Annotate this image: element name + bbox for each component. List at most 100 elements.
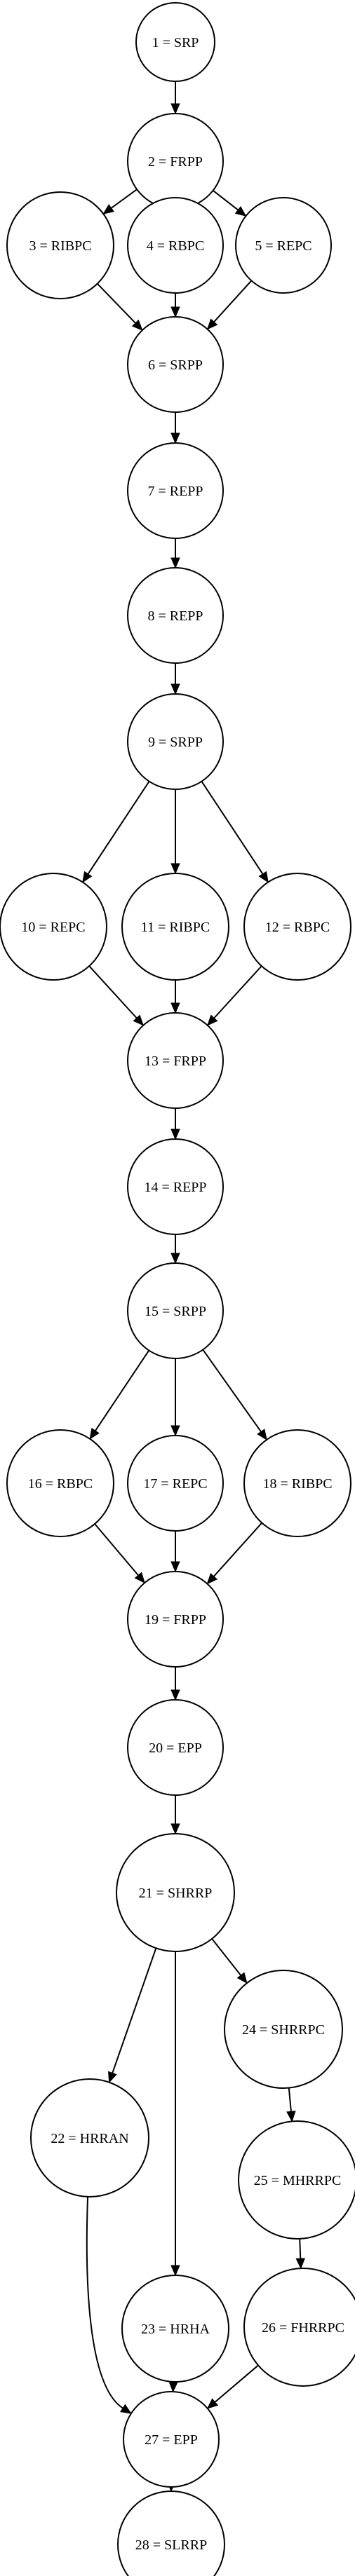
node-circle	[30, 2078, 149, 2197]
node-label: 6 = SRPP	[148, 357, 203, 373]
arrowhead-12-13	[206, 1014, 218, 1026]
node-label: 2 = FRPP	[148, 154, 203, 170]
arrowhead-9-11	[170, 863, 180, 875]
node-2: 2 = FRPP	[127, 113, 224, 210]
edge-22-27	[86, 2196, 123, 2409]
arrowhead-9-10	[82, 871, 93, 883]
arrowhead-2-3	[102, 204, 115, 214]
node-label: 16 = RBPC	[28, 1476, 93, 1492]
arrowhead-15-18	[257, 1429, 267, 1440]
node-18: 18 = RIBPC	[243, 1429, 351, 1537]
node-circle	[235, 197, 332, 294]
arrowhead-3-6	[131, 319, 143, 331]
node-6: 6 = SRPP	[127, 316, 224, 413]
arrowhead-26-27	[206, 2398, 219, 2409]
node-label: 25 = MHRRPC	[254, 2173, 342, 2188]
node-label: 13 = FRPP	[145, 1054, 206, 1069]
node-circle	[121, 873, 229, 981]
node-8: 8 = REPP	[127, 567, 224, 664]
arrowhead-15-16	[89, 1427, 100, 1440]
node-20: 20 = EPP	[127, 1699, 224, 1796]
node-circle	[127, 442, 224, 539]
arrowhead-17-19	[170, 1561, 180, 1573]
node-14: 14 = REPP	[127, 1138, 224, 1235]
node-label: 17 = REPC	[143, 1476, 207, 1492]
arrowhead-24-25	[286, 2111, 296, 2122]
node-label: 8 = REPP	[147, 608, 203, 624]
arrowhead-4-6	[170, 306, 180, 318]
arrowhead-20-21	[170, 1823, 180, 1835]
node-label: 18 = RIBPC	[262, 1476, 332, 1492]
node-circle	[127, 1138, 224, 1235]
arrowhead-10-13	[133, 1014, 145, 1026]
node-9: 9 = SRPP	[127, 693, 224, 790]
node-28: 28 = SLRRP	[117, 2490, 225, 2576]
arrowhead-2-5	[234, 205, 247, 217]
arrowhead-19-20	[170, 1689, 180, 1701]
arrowhead-16-19	[134, 1572, 145, 1584]
node-circle	[127, 1699, 224, 1796]
node-27: 27 = EPP	[123, 2391, 220, 2488]
node-15: 15 = SRPP	[127, 1262, 224, 1359]
node-label: 26 = FHRRPC	[262, 2320, 344, 2336]
node-4: 4 = RBPC	[127, 197, 224, 294]
edge-3-6	[97, 283, 136, 324]
node-label: 27 = EPP	[145, 2432, 198, 2448]
node-label: 4 = RBPC	[147, 238, 204, 254]
node-circle	[127, 567, 224, 664]
edges-layer	[82, 81, 306, 2493]
arrowhead-13-14	[170, 1129, 180, 1140]
node-13: 13 = FRPP	[127, 1012, 224, 1109]
node-label: 7 = REPP	[147, 484, 203, 499]
node-circle	[127, 316, 224, 413]
node-circle	[127, 693, 224, 790]
node-label: 10 = REPC	[21, 920, 85, 935]
node-circle	[117, 2490, 225, 2576]
node-12: 12 = RBPC	[243, 873, 351, 981]
node-7: 7 = REPP	[127, 442, 224, 539]
node-24: 24 = SHRRPC	[224, 1970, 343, 2089]
node-circle	[0, 873, 107, 981]
edge-15-16	[95, 1350, 150, 1431]
edge-18-19	[213, 1522, 262, 1577]
arrowhead-1-2	[170, 103, 180, 115]
node-label: 12 = RBPC	[265, 920, 330, 935]
node-22: 22 = HRRAN	[30, 2078, 149, 2197]
edge-12-13	[213, 965, 262, 1019]
node-21: 21 = SHRRP	[116, 1833, 235, 1952]
edge-2-3	[111, 189, 138, 209]
node-circle	[127, 1012, 224, 1109]
arrowhead-11-13	[170, 1002, 180, 1014]
edge-21-22	[112, 1947, 157, 2073]
arrowhead-8-9	[170, 683, 180, 695]
node-label: 9 = SRPP	[148, 735, 203, 750]
node-circle	[6, 191, 114, 299]
node-1: 1 = SRP	[135, 2, 215, 82]
arrowhead-9-12	[258, 871, 269, 883]
node-circle	[127, 1571, 224, 1668]
arrowhead-22-27	[120, 2404, 132, 2414]
edge-21-24	[211, 1938, 242, 1976]
edge-15-18	[202, 1349, 262, 1433]
node-label: 14 = REPP	[144, 1180, 206, 1195]
edge-9-12	[201, 781, 264, 875]
node-label: 5 = REPC	[255, 238, 312, 254]
node-label: 21 = SHRRP	[139, 1886, 213, 1901]
node-label: 22 = HRRAN	[51, 2131, 128, 2146]
arrowhead-25-26	[295, 2258, 306, 2270]
node-label: 24 = SHRRPC	[242, 2022, 325, 2038]
node-label: 3 = RIBPC	[29, 238, 91, 254]
node-10: 10 = REPC	[0, 873, 107, 981]
node-label: 15 = SRPP	[145, 1304, 206, 1319]
node-label: 1 = SRP	[152, 35, 199, 50]
node-label: 20 = EPP	[149, 1740, 202, 1756]
edge-9-10	[87, 781, 150, 875]
node-circle	[243, 873, 351, 981]
edge-24-25	[288, 2087, 292, 2112]
node-circle	[116, 1833, 235, 1952]
node-circle	[243, 1429, 351, 1537]
arrowhead-21-22	[108, 2071, 117, 2083]
arrowhead-14-15	[170, 1253, 180, 1265]
